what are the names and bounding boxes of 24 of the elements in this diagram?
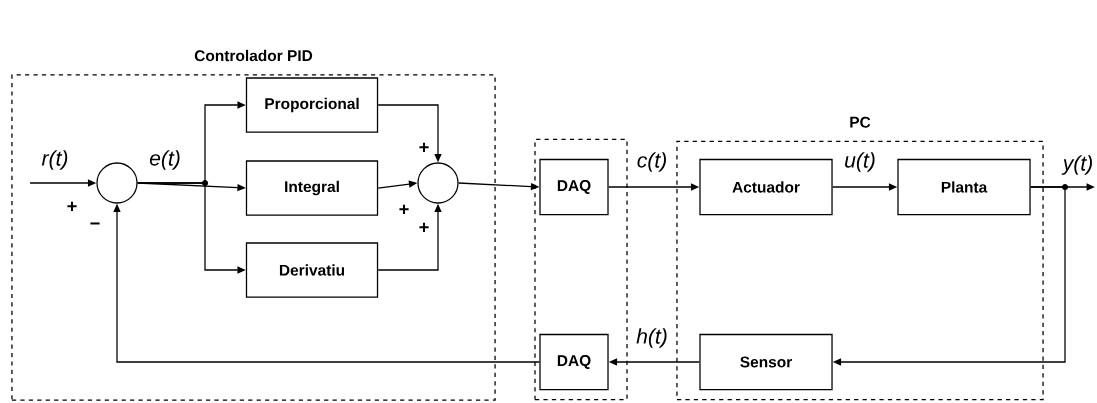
summing-junction	[417, 162, 459, 204]
block-box: Integral	[245, 160, 379, 216]
block-box: Derivatiu	[245, 242, 379, 298]
group-title: Controlador PID	[194, 49, 313, 62]
sign-label: +	[399, 204, 409, 214]
signal-label: r(t)	[40, 148, 70, 172]
signal-label: e(t)	[147, 148, 183, 172]
signal-label: c(t)	[635, 150, 669, 174]
block-box: Proporcional	[245, 77, 379, 133]
block-box: DAQ	[539, 333, 609, 391]
block-box: Planta	[897, 158, 1031, 216]
sign-label: −	[90, 222, 100, 225]
signal-label: u(t)	[842, 150, 878, 174]
sign-label: +	[419, 222, 429, 232]
signal-label: y(t)	[1061, 153, 1095, 177]
block-box: Sensor	[699, 333, 833, 391]
block-box: DAQ	[539, 158, 609, 216]
group-title: PC	[850, 116, 871, 128]
dashed-group-box	[534, 138, 628, 401]
block-box: Actuador	[699, 158, 833, 216]
sign-label: +	[419, 142, 429, 152]
summing-junction	[96, 162, 138, 204]
signal-label: h(t)	[634, 326, 670, 350]
sign-label: +	[67, 201, 77, 211]
